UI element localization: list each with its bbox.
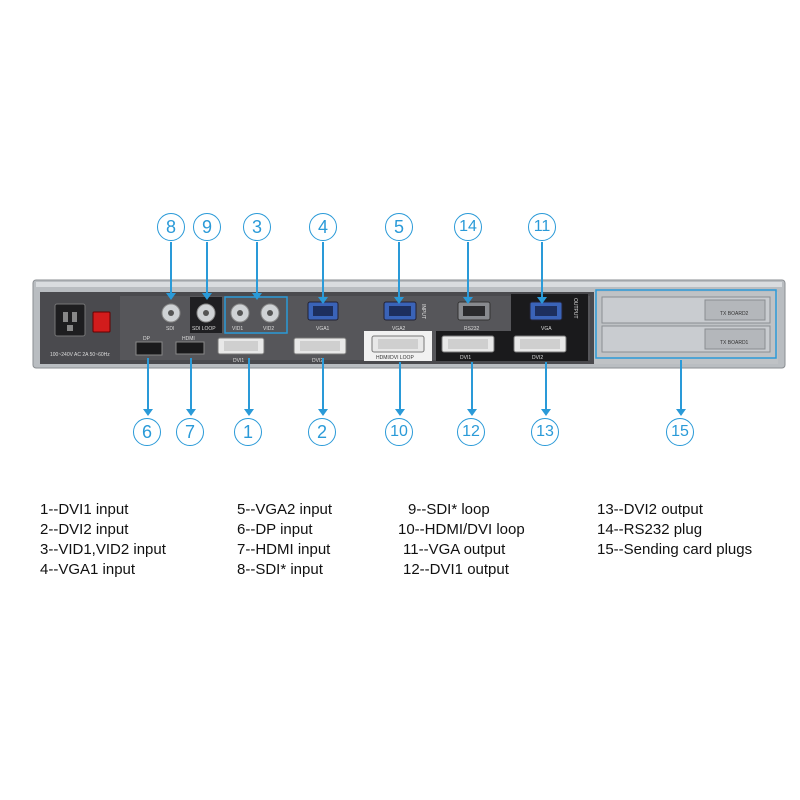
svg-text:DVI1: DVI1 [460, 355, 471, 361]
arrow-8 [166, 242, 176, 300]
legend-item: 12--DVI1 output [403, 561, 509, 578]
legend-item: 9--SDI* loop [408, 501, 490, 518]
legend-item: 8--SDI* input [237, 561, 323, 578]
callout-13: 13 [531, 418, 559, 446]
arrow-12 [467, 362, 477, 416]
callout-2: 2 [308, 418, 336, 446]
callout-11: 11 [528, 213, 556, 241]
callout-14: 14 [454, 213, 482, 241]
hdmi-port [175, 341, 205, 355]
arrow-7 [186, 358, 196, 416]
callout-10: 10 [385, 418, 413, 446]
arrow-4 [318, 242, 328, 304]
arrow-9 [202, 242, 212, 300]
svg-text:DVI2: DVI2 [312, 358, 323, 364]
svg-text:HDMI: HDMI [182, 336, 195, 342]
callout-7: 7 [176, 418, 204, 446]
arrow-5 [394, 242, 404, 304]
svg-text:TX BOARD1: TX BOARD1 [720, 340, 749, 346]
legend-item: 13--DVI2 output [597, 501, 703, 518]
legend-item: 1--DVI1 input [40, 501, 129, 518]
dp-port [135, 341, 163, 356]
legend-col1: 1--DVI1 input 2--DVI2 input 3--VID1,VID2… [40, 500, 166, 580]
callout-3: 3 [243, 213, 271, 241]
legend-item: 7--HDMI input [237, 541, 331, 558]
svg-text:VGA1: VGA1 [316, 326, 330, 332]
callout-4: 4 [309, 213, 337, 241]
legend-item: 11--VGA output [403, 541, 506, 558]
power-rating-label: 100~240V AC 2A 50~60Hz [50, 352, 110, 358]
power-socket [54, 303, 86, 337]
arrow-2 [318, 358, 328, 416]
svg-text:OUTPUT: OUTPUT [572, 298, 578, 319]
svg-text:SDI: SDI [166, 326, 174, 332]
legend-item: 10--HDMI/DVI loop [398, 521, 525, 538]
callout-1: 1 [234, 418, 262, 446]
callout-12: 12 [457, 418, 485, 446]
svg-text:VID1: VID1 [232, 326, 243, 332]
arrow-11 [537, 242, 547, 304]
svg-text:DP: DP [143, 336, 151, 342]
legend-col2: 5--VGA2 input 6--DP input 7--HDMI input … [237, 500, 332, 580]
svg-text:TX BOARD2: TX BOARD2 [720, 311, 749, 317]
arrow-13 [541, 362, 551, 416]
arrow-6 [143, 358, 153, 416]
callout-8: 8 [157, 213, 185, 241]
legend-col4: 13--DVI2 output 14--RS232 plug 15--Sendi… [597, 500, 752, 560]
legend-item: 15--Sending card plugs [597, 541, 753, 558]
callout-15: 15 [666, 418, 694, 446]
callout-9: 9 [193, 213, 221, 241]
legend-item: 14--RS232 plug [597, 521, 703, 538]
arrow-10 [395, 362, 405, 416]
legend-item: 3--VID1,VID2 input [40, 541, 166, 558]
legend-col3: 9--SDI* loop 10--HDMI/DVI loop 11--VGA o… [398, 500, 525, 580]
svg-text:VGA2: VGA2 [392, 326, 406, 332]
arrow-1 [244, 358, 254, 416]
svg-text:SDI LOOP: SDI LOOP [192, 326, 216, 332]
svg-text:VGA: VGA [541, 326, 552, 332]
legend-item: 6--DP input [237, 521, 313, 538]
svg-text:INPUT: INPUT [420, 304, 426, 319]
svg-text:DVI1: DVI1 [233, 358, 244, 364]
legend-item: 5--VGA2 input [237, 501, 333, 518]
arrow-3 [252, 242, 262, 300]
arrow-14 [463, 242, 473, 304]
power-switch [92, 311, 111, 333]
svg-text:RS232: RS232 [464, 326, 480, 332]
arrow-15 [676, 360, 686, 416]
svg-text:DVI2: DVI2 [532, 355, 543, 361]
svg-text:HDMI/DVI LOOP: HDMI/DVI LOOP [376, 355, 414, 361]
callout-5: 5 [385, 213, 413, 241]
legend-item: 4--VGA1 input [40, 561, 136, 578]
legend-item: 2--DVI2 input [40, 521, 129, 538]
callout-6: 6 [133, 418, 161, 446]
svg-text:VID2: VID2 [263, 326, 274, 332]
